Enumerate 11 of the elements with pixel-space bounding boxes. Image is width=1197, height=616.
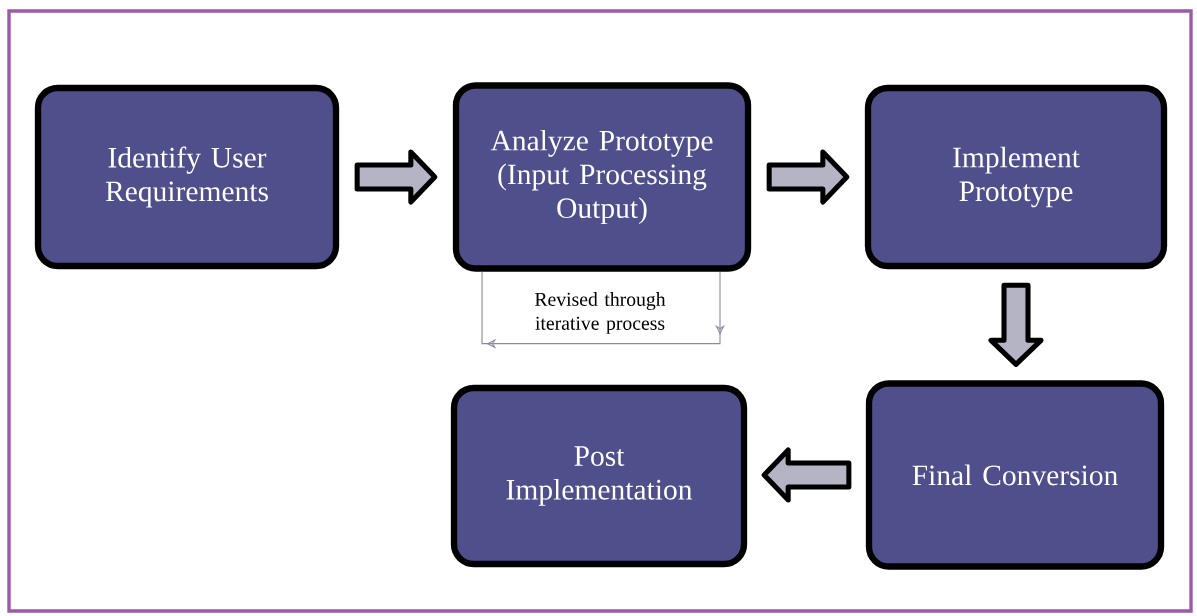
block-arrow: [988, 282, 1044, 367]
edge-label: Revised through iterative process: [535, 292, 666, 334]
process-box: Implement Prototype: [864, 84, 1168, 270]
process-box: Identify User Requirements: [34, 84, 340, 270]
process-box: Post Implementation: [450, 384, 748, 568]
block-arrow: [761, 447, 852, 503]
block-arrow: [766, 149, 850, 205]
block-arrow: [354, 149, 438, 205]
loop-arrow: [481, 271, 725, 349]
process-box: Analyze Prototype (Input Processing Output): [452, 82, 752, 272]
process-box: Final Conversion: [865, 380, 1165, 570]
